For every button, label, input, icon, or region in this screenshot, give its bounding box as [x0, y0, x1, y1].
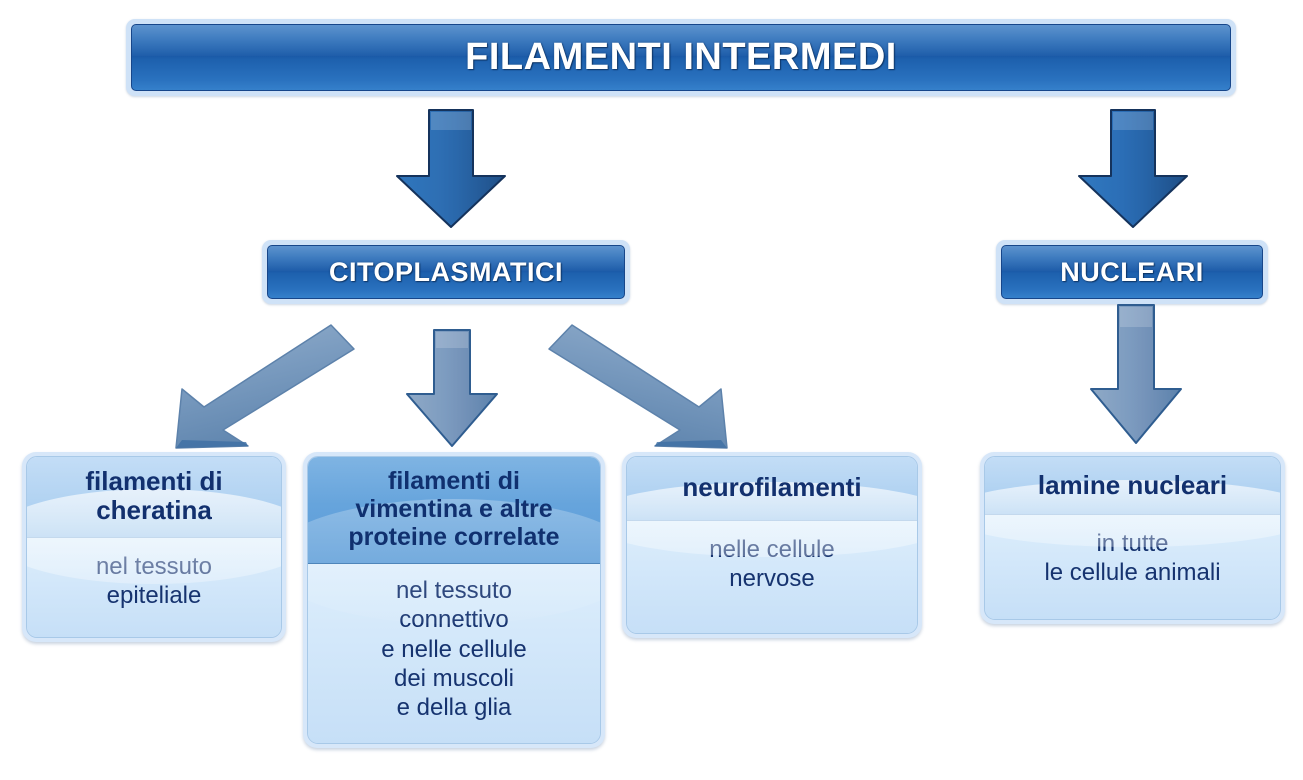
leaf-card-cheratina-title: filamenti di cheratina	[27, 457, 281, 585]
leaf-card-vimentina-description: nel tessuto connettivo e nelle cellule d…	[308, 564, 600, 743]
leaf-card-lamine-nucleari-title-line-1: lamine nucleari	[1037, 470, 1228, 500]
root-node-label: FILAMENTI INTERMEDI	[465, 36, 897, 78]
leaf-card-neurofilamenti-title-line-1: neurofilamenti	[682, 472, 862, 502]
arrow-root-to-citoplasmatici	[395, 109, 507, 228]
leaf-card-neurofilamenti-desc-line-1: nelle cellule	[709, 536, 835, 564]
arrow-citoplasmatici-to-neurofilamenti	[545, 322, 735, 450]
branch-node-citoplasmatici-label: CITOPLASMATICI	[329, 256, 563, 287]
leaf-card-lamine-nucleari-description: in tutte le cellule animali	[985, 515, 1280, 619]
leaf-card-lamine-nucleari-desc-line-2: le cellule animali	[1044, 559, 1221, 587]
leaf-card-lamine-nucleari-desc-line-1: in tutte	[1096, 530, 1169, 558]
leaf-card-cheratina-title-line-2: cheratina	[96, 495, 212, 526]
leaf-card-neurofilamenti-body: neurofilamenti nelle cellule nervose	[626, 456, 918, 634]
leaf-card-lamine-nucleari: lamine nucleari in tutte le cellule anim…	[980, 452, 1285, 624]
leaf-card-vimentina-desc-line-1: nel tessuto	[395, 577, 513, 604]
leaf-card-vimentina-title-line-2: vimentina e altre	[355, 495, 553, 523]
leaf-card-vimentina-title: filamenti di vimentina e altre proteine …	[308, 457, 600, 625]
branch-node-nucleari-label: NUCLEARI	[1060, 256, 1204, 287]
leaf-card-neurofilamenti: neurofilamenti nelle cellule nervose	[622, 452, 922, 638]
root-node-surface: FILAMENTI INTERMEDI	[131, 24, 1231, 91]
branch-node-citoplasmatici: CITOPLASMATICI	[262, 240, 630, 304]
arrow-root-to-nucleari	[1077, 109, 1189, 228]
leaf-card-cheratina-desc-line-2: epiteliale	[106, 582, 202, 610]
leaf-card-vimentina: filamenti di vimentina e altre proteine …	[303, 452, 605, 748]
leaf-card-cheratina-title-line-1: filamenti di	[85, 466, 223, 496]
leaf-card-vimentina-title-line-3: proteine correlate	[348, 523, 560, 551]
arrow-nucleari-to-lamine	[1088, 304, 1184, 445]
leaf-card-cheratina: filamenti di cheratina nel tessuto epite…	[22, 452, 286, 642]
arrow-citoplasmatici-to-cheratina	[168, 322, 358, 450]
root-node-filamenti-intermedi: FILAMENTI INTERMEDI	[126, 19, 1236, 96]
leaf-card-neurofilamenti-desc-line-2: nervose	[729, 565, 815, 593]
branch-node-citoplasmatici-surface: CITOPLASMATICI	[267, 245, 625, 299]
leaf-card-cheratina-body: filamenti di cheratina nel tessuto epite…	[26, 456, 282, 638]
leaf-card-cheratina-desc-line-1: nel tessuto	[95, 553, 213, 581]
branch-node-nucleari: NUCLEARI	[996, 240, 1268, 304]
leaf-card-vimentina-desc-line-5: e della glia	[396, 694, 512, 722]
leaf-card-vimentina-title-line-1: filamenti di	[388, 467, 520, 495]
arrow-citoplasmatici-to-vimentina	[404, 329, 500, 448]
branch-node-nucleari-surface: NUCLEARI	[1001, 245, 1263, 299]
leaf-card-vimentina-desc-line-3: e nelle cellule	[381, 635, 527, 663]
leaf-card-neurofilamenti-title: neurofilamenti	[627, 457, 917, 557]
leaf-card-cheratina-description: nel tessuto epiteliale	[27, 538, 281, 637]
leaf-card-vimentina-desc-line-4: dei muscoli	[393, 664, 515, 692]
leaf-card-neurofilamenti-description: nelle cellule nervose	[627, 521, 917, 633]
leaf-card-lamine-nucleari-body: lamine nucleari in tutte le cellule anim…	[984, 456, 1281, 620]
leaf-card-lamine-nucleari-title: lamine nucleari	[985, 457, 1280, 548]
leaf-card-vimentina-body: filamenti di vimentina e altre proteine …	[307, 456, 601, 744]
leaf-card-vimentina-desc-line-2: connettivo	[399, 606, 509, 634]
